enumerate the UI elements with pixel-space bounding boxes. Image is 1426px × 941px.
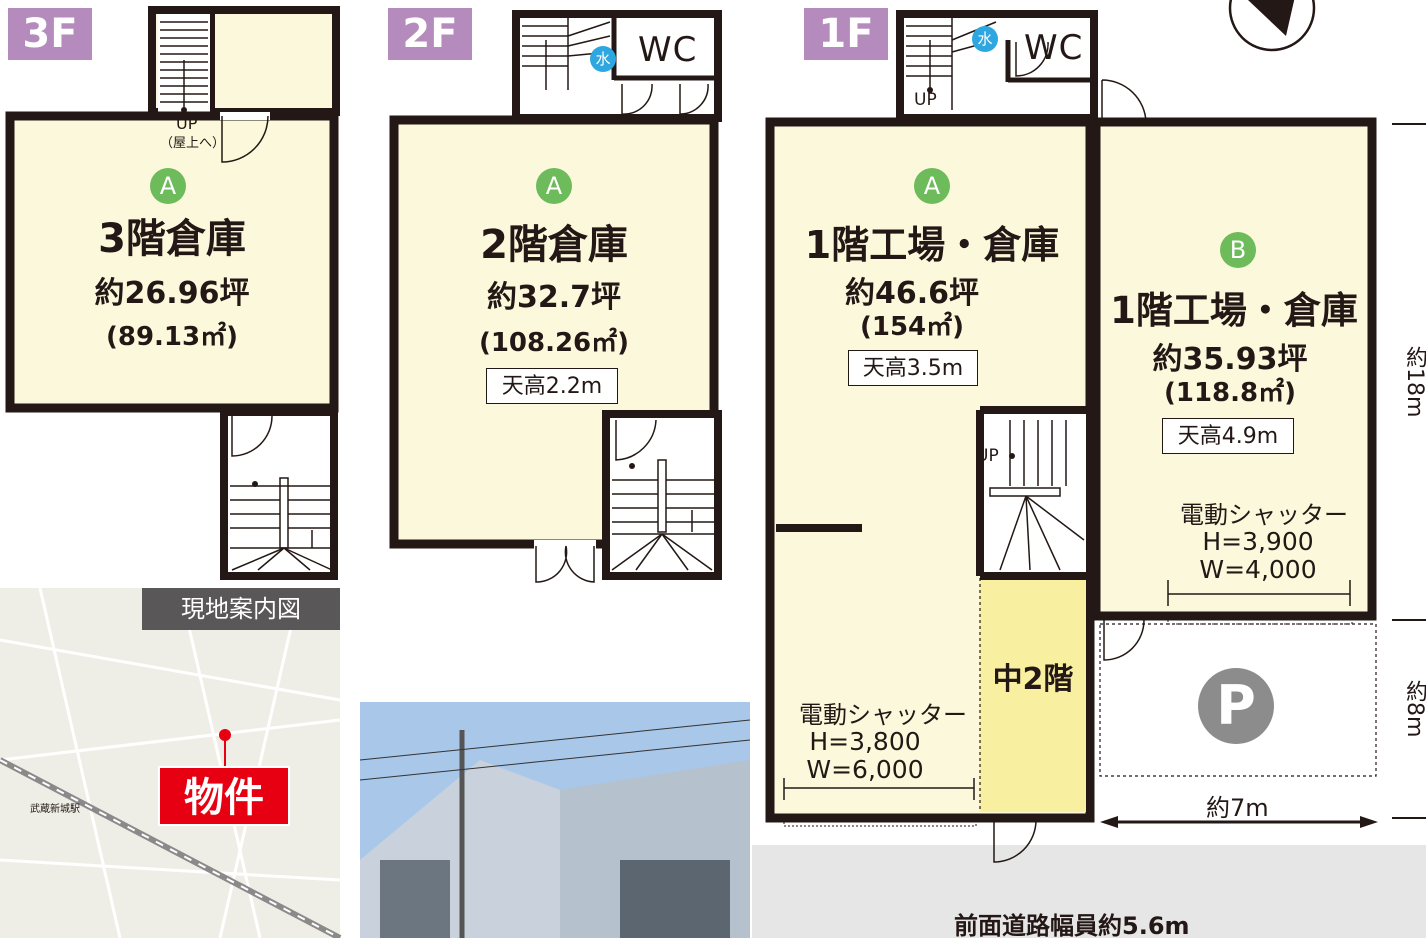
f2-water-icon: 水 <box>590 46 616 72</box>
f3-room-area: 約26.96坪 <box>94 276 250 311</box>
floor-1f-plan <box>765 10 1426 863</box>
f1-room-b-ceiling: 天高4.9m <box>1162 418 1294 454</box>
dim-depth-main: 約18m <box>1402 346 1426 418</box>
floor-3f-plan <box>5 6 340 580</box>
f1-room-a-shutter-title: 電動シャッター <box>799 701 967 729</box>
f1-room-a-sqm: (154㎡) <box>859 312 965 342</box>
f1-room-a-shutter-w: W=6,000 <box>806 755 924 784</box>
f2-room-letter: A <box>536 168 572 204</box>
floor-tag-3f: 3F <box>8 8 92 60</box>
f1-wc-label: WC <box>1024 28 1084 68</box>
f1-mid-up-label: UP <box>976 446 999 466</box>
f1-room-a-ceiling: 天高3.5m <box>848 350 978 386</box>
f3-roof-label: （屋上へ） <box>160 136 226 151</box>
front-road <box>752 845 1426 938</box>
f1-room-b-area: 約35.93坪 <box>1152 342 1308 377</box>
f1-room-b-shutter-title: 電動シャッター <box>1180 501 1348 529</box>
building-photo <box>359 702 751 938</box>
f3-room-name: 3階倉庫 <box>98 216 246 262</box>
f3-room-sqm: (89.13㎡) <box>105 322 238 352</box>
f1-room-a-area: 約46.6坪 <box>844 276 980 311</box>
f1-room-b-shutter-w: W=4,000 <box>1199 555 1317 584</box>
location-map <box>0 587 342 938</box>
dim-width: 約7m <box>1206 794 1269 822</box>
road-width-label: 前面道路幅員約5.6m <box>954 912 1190 940</box>
f3-room-letter: A <box>150 168 186 204</box>
f1-room-b-shutter-h: H=3,900 <box>1202 527 1314 556</box>
floor-tag-1f: 1F <box>804 8 888 60</box>
f1-water-icon: 水 <box>972 26 998 52</box>
f1-room-a-name: 1階工場・倉庫 <box>804 223 1060 267</box>
f1-room-b-letter: B <box>1220 232 1256 268</box>
map-station-label: 武蔵新城駅 <box>30 804 80 815</box>
parking-icon: P <box>1198 668 1274 744</box>
f2-ceiling-height: 天高2.2m <box>486 368 618 404</box>
f1-room-a-shutter-h: H=3,800 <box>809 727 921 756</box>
floor-tag-2f: 2F <box>388 8 472 60</box>
f1-mezzanine-label: 中2階 <box>992 662 1074 697</box>
f2-room-sqm: (108.26㎡) <box>478 328 630 358</box>
compass-icon <box>1228 0 1316 52</box>
f2-wc-label: WC <box>638 30 698 70</box>
f2-room-area: 約32.7坪 <box>486 280 622 315</box>
f3-up-label: UP <box>176 114 198 133</box>
f1-room-a-letter: A <box>914 168 950 204</box>
map-property-marker: 物件 <box>158 766 290 826</box>
f2-room-name: 2階倉庫 <box>480 222 628 268</box>
f1-top-up-label: UP <box>914 90 937 110</box>
dim-depth-parking: 約8m <box>1402 680 1426 738</box>
f1-room-b-sqm: (118.8㎡) <box>1163 378 1296 408</box>
f1-room-b-name: 1階工場・倉庫 <box>1110 289 1358 332</box>
map-title: 現地案内図 <box>142 588 340 630</box>
